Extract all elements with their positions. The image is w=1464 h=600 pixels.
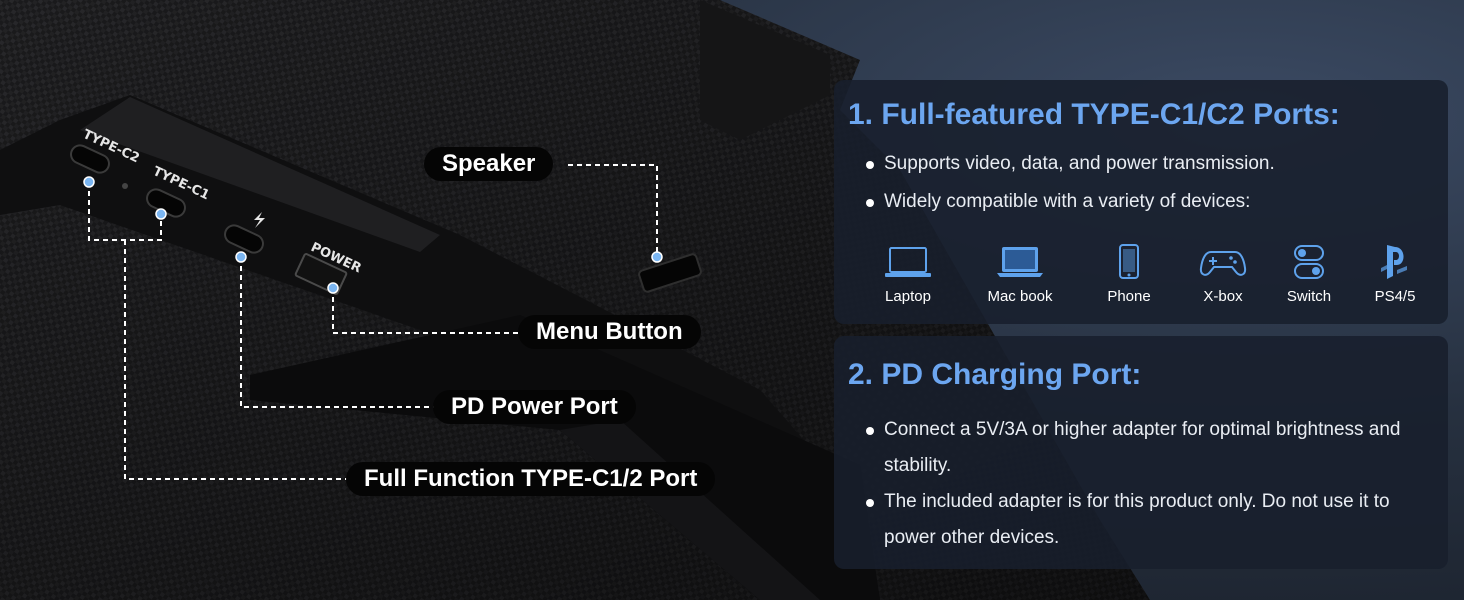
switch-icon xyxy=(1294,245,1324,279)
bullet-text: Connect a 5V/3A or higher adapter for op… xyxy=(884,419,1401,476)
bullet-text: The included adapter is for this product… xyxy=(884,491,1390,548)
device-label: Mac book xyxy=(987,288,1053,305)
device-label: X-box xyxy=(1203,288,1243,305)
corner-piece xyxy=(700,0,830,140)
device-macbook: Mac book xyxy=(975,244,1065,305)
device-ps: PS4/5 xyxy=(1350,244,1440,305)
device-label: PS4/5 xyxy=(1374,288,1416,305)
lightning-icon xyxy=(254,212,265,228)
section2-title: 2. PD Charging Port: xyxy=(848,358,1142,391)
section-type-c-ports: 1. Full-featured TYPE-C1/C2 Ports: Suppo… xyxy=(834,80,1448,324)
section1-title: 1. Full-featured TYPE-C1/C2 Ports: xyxy=(848,98,1340,131)
phone-icon xyxy=(1119,244,1139,279)
bullet-text: Widely compatible with a variety of devi… xyxy=(884,191,1251,212)
device-phone: Phone xyxy=(1084,244,1174,305)
pd-power-port xyxy=(224,224,264,254)
section1-bullet: Supports video, data, and power transmis… xyxy=(866,146,1436,182)
laptop-icon xyxy=(885,247,931,277)
type-c2-port xyxy=(70,144,110,174)
full-function-port-callout: Full Function TYPE-C1/2 Port xyxy=(346,462,716,496)
section2-bullet: Connect a 5V/3A or higher adapter for op… xyxy=(866,412,1436,484)
pd-power-port-callout: PD Power Port xyxy=(433,390,636,424)
bullet-dot xyxy=(866,199,874,207)
section1-bullet: Widely compatible with a variety of devi… xyxy=(866,184,1436,220)
device-label: Laptop xyxy=(885,288,931,305)
bullet-dot xyxy=(866,499,874,507)
device-label: Phone xyxy=(1107,288,1151,305)
leader-lines xyxy=(88,164,658,480)
section2-bullet: The included adapter is for this product… xyxy=(866,484,1436,556)
port-panel xyxy=(80,97,440,252)
bullet-dot xyxy=(866,161,874,169)
macbook-icon xyxy=(997,247,1043,277)
device-label: Switch xyxy=(1286,288,1332,305)
device-switch: Switch xyxy=(1264,244,1354,305)
device-laptop: Laptop xyxy=(863,244,953,305)
speaker-grille xyxy=(638,253,702,293)
bullet-dot xyxy=(866,427,874,435)
indicator-hole xyxy=(122,183,128,189)
anchor-dots xyxy=(83,176,663,294)
speaker-callout: Speaker xyxy=(424,147,554,181)
menu-button-callout: Menu Button xyxy=(518,315,701,349)
gamepad-icon xyxy=(1199,251,1247,276)
section-pd-charging: 2. PD Charging Port: Connect a 5V/3A or … xyxy=(834,336,1448,569)
compatible-devices: Laptop Mac book Phone xyxy=(856,244,1436,316)
bullet-text: Supports video, data, and power transmis… xyxy=(884,153,1275,174)
playstation-icon xyxy=(1381,245,1407,279)
device-xbox: X-box xyxy=(1178,244,1268,305)
